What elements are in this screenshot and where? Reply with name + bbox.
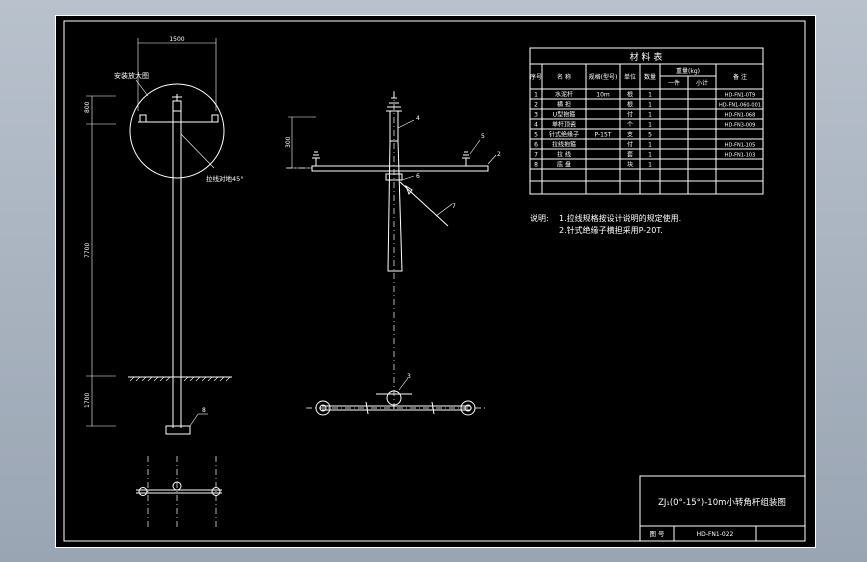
base-plate	[165, 425, 191, 435]
bom-cell-name: 水泥杆	[555, 91, 573, 99]
bom-row: 6 拉线抱箍 付 1 HD-FN1-105	[534, 141, 755, 149]
bom-cell-name: 横 担	[557, 101, 571, 109]
bom-row: 1 水泥杆 10m 根 1 HD-FN1-0T9	[534, 91, 755, 99]
drawing-no-label: 图 号	[649, 530, 665, 538]
bom-row: 8 底 盘 块 1	[534, 161, 652, 169]
bom-cell-unit: 付	[627, 111, 633, 119]
bom-cell-name: U型抱箍	[553, 111, 575, 119]
bom-cell-name: 针式绝缘子	[549, 131, 579, 139]
bom-cell-remark: HD-FN1-0T9	[725, 93, 755, 99]
drawing-no: HD-FN1-022	[697, 531, 734, 538]
bom-cell-no: 4	[534, 122, 538, 129]
bom-cell-qty: 1	[648, 122, 652, 129]
notes-line-1: 1.拉线规格按设计说明的规定使用.	[559, 213, 681, 223]
balloon-8-left: 8	[202, 407, 206, 414]
bom-cell-unit: 套	[627, 151, 633, 159]
bom-cell-unit: 个	[627, 122, 633, 129]
bom-cell-name: 单杆顶瓷	[552, 121, 576, 129]
dim-pole-above: 7700	[84, 243, 91, 258]
bom-cell-qty: 1	[648, 112, 652, 119]
bom-header-spec: 规格(型号)	[589, 73, 618, 81]
bom-cell-unit: 根	[627, 101, 633, 109]
balloon-5: 5	[481, 133, 485, 140]
bom-header-weight: 重量(kg)	[676, 67, 700, 75]
notes-line-2: 2.针式绝缘子横担采用P-20T.	[559, 225, 663, 235]
balloon-3: 3	[407, 373, 411, 380]
assembly-drawing: 1500 安装放大图 拉线对地45° 800 7700 1700	[63, 20, 806, 542]
bom-cell-qty: 1	[648, 142, 652, 149]
bom-cell-remark: HD-FN1-060-001	[719, 103, 761, 109]
bom-cell-no: 7	[534, 152, 538, 159]
balloon-2: 2	[497, 151, 501, 158]
bom-row: 2 横 担 根 1 HD-FN1-060-001	[534, 101, 761, 109]
bom-cell-unit: 付	[627, 141, 633, 149]
bom-cell-qty: 1	[648, 162, 652, 169]
bom-cell-unit: 块	[627, 161, 633, 169]
bom-cell-no: 5	[534, 132, 538, 139]
bom-header-weight-each: 一件	[668, 79, 680, 87]
bom-cell-qty: 5	[648, 132, 652, 139]
bom-header-weight-total: 小计	[696, 79, 708, 87]
balloon-4: 4	[416, 115, 420, 122]
bom-row: 5 针式绝缘子 P-15T 支 5	[534, 131, 652, 139]
bom-cell-unit: 根	[627, 91, 633, 99]
bom-cell-qty: 1	[648, 92, 652, 99]
bom-cell-name: 底 盘	[557, 161, 571, 169]
notes: 说明: 1.拉线规格按设计说明的规定使用. 2.针式绝缘子横担采用P-20T.	[530, 213, 681, 235]
bom-table: 材 料 表 序号 名 称 规格(型号) 单位 数量 重量(kg) 一件 小计 备…	[529, 47, 764, 195]
bom-cell-name: 拉 线	[557, 151, 571, 159]
drawing-title: ZJ₁(0°-15°)-10m小转角杆组装图	[658, 497, 786, 508]
bom-header-unit: 单位	[624, 73, 636, 81]
bom-row: 7 拉 线 套 1 HD-FN1-103	[534, 151, 755, 159]
bom-title: 材 料 表	[630, 51, 663, 63]
bom-header-name: 名 称	[557, 73, 571, 81]
pole-side-view: 300 4 5 2 6 7	[285, 91, 501, 411]
plan-view: 3	[306, 373, 488, 416]
bom-cell-spec: 10m	[596, 92, 610, 99]
bom-header-qty: 数量	[644, 73, 656, 81]
bom-cell-no: 6	[534, 142, 538, 149]
bom-cell-no: 3	[534, 112, 538, 119]
bom-cell-remark: HD-FN3-009	[725, 123, 756, 129]
bom-cell-spec: P-15T	[595, 132, 612, 139]
dim-top-height: 800	[84, 101, 91, 113]
bom-cell-remark: HD-FN1-105	[725, 143, 756, 149]
balloon-6: 6	[416, 173, 420, 180]
bom-row: 3 U型抱箍 付 1 HD-FN1-068	[534, 111, 755, 119]
bom-cell-remark: HD-FN1-103	[725, 153, 756, 159]
drawing-sheet[interactable]: 1500 安装放大图 拉线对地45° 800 7700 1700	[55, 15, 816, 548]
bom-cell-no: 1	[534, 92, 538, 99]
bom-cell-qty: 1	[648, 102, 652, 109]
dim-pole-below: 1700	[84, 393, 91, 408]
dim-top-width: 1500	[169, 36, 184, 43]
notes-lead: 说明:	[530, 213, 549, 223]
guy-angle-note: 拉线对地45°	[206, 174, 244, 183]
inner-frame	[63, 20, 806, 542]
bom-cell-no: 8	[534, 162, 538, 169]
bom-cell-name: 拉线抱箍	[552, 141, 576, 149]
bom-cell-no: 2	[534, 102, 538, 109]
bom-header-no: 序号	[530, 73, 542, 81]
balloon-7: 7	[452, 203, 456, 210]
bom-cell-remark: HD-FN1-068	[725, 113, 756, 119]
detail-circle	[129, 83, 225, 179]
bom-cell-unit: 支	[627, 131, 633, 139]
bom-row: 4 单杆顶瓷 个 1 HD-FN3-009	[534, 121, 755, 129]
pole-elevation-view: 1500 安装放大图 拉线对地45° 800 7700 1700	[84, 36, 244, 528]
title-block: ZJ₁(0°-15°)-10m小转角杆组装图 图 号 HD-FN1-022	[639, 475, 806, 542]
bom-header-remark: 备 注	[733, 73, 747, 81]
bom-cell-qty: 1	[648, 152, 652, 159]
dim-arm-height: 300	[285, 136, 292, 148]
detail-circle-label: 安装放大图	[114, 71, 149, 80]
